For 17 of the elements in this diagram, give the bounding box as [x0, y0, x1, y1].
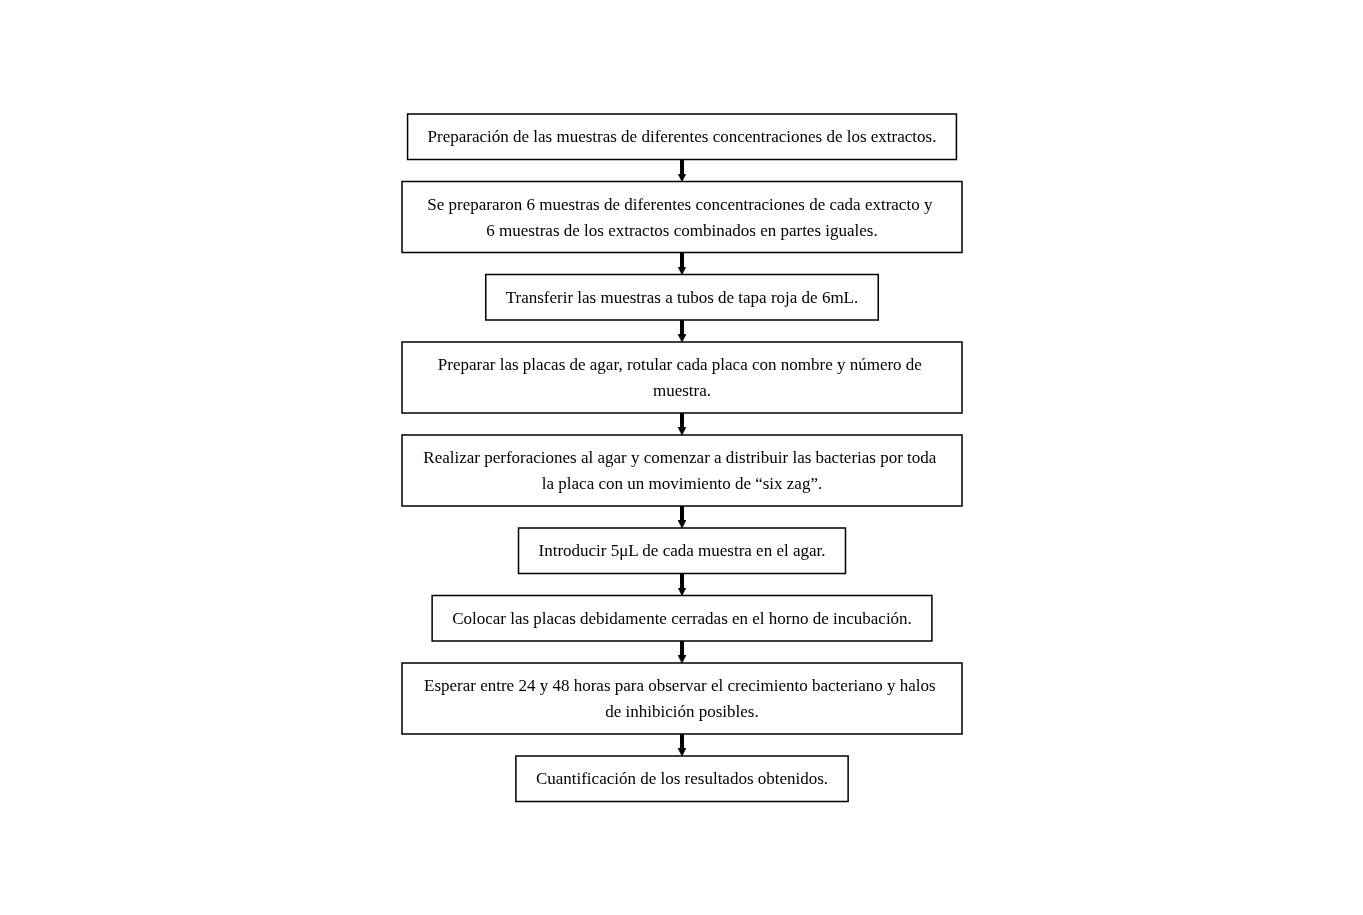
node-box: Cuantificación de los resultados obtenidos.	[514, 755, 849, 802]
node-box: Preparación de las muestras de diferentes concentraciones de los extractos.	[406, 113, 957, 160]
node-box: Introducir 5μL de cada muestra en el agar.	[517, 527, 846, 574]
arrow	[677, 252, 686, 275]
node-box: Esperar entre 24 y 48 horas para observar el crecimiento bacteriano y halos de inhibición posibles.	[400, 662, 963, 735]
node-box: Transferir las muestras a tubos de tapa roja de 6mL.	[484, 273, 879, 321]
arrow	[677, 573, 686, 596]
node-box: Realizar perforaciones al agar y comenzar a distribuir las bacterias por toda la placa con un movimiento de “six zag”.	[400, 434, 963, 507]
node-box: Preparar las placas de agar, rotular cada placa con nombre y número de muestra.	[400, 341, 963, 414]
node-box: Se prepararon 6 muestras de diferentes concentraciones de cada extracto y 6 muestras de los extractos combinados en partes iguales.	[400, 180, 963, 253]
arrow	[677, 505, 686, 529]
arrow	[677, 159, 686, 182]
arrow	[677, 412, 686, 436]
arrow	[677, 319, 686, 343]
arrow	[677, 640, 686, 664]
arrow	[677, 733, 686, 757]
node-box: Colocar las placas debidamente cerradas en el horno de incubación.	[430, 594, 933, 642]
